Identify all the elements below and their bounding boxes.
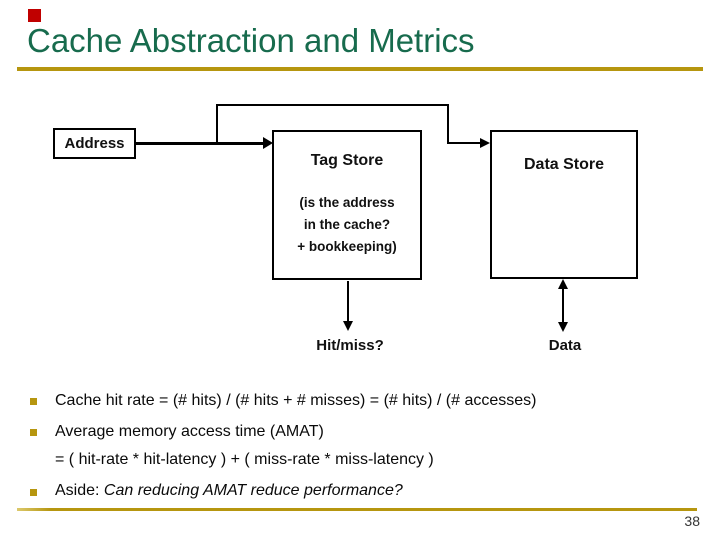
tag-store-box: Tag Store (is the address in the cache? … xyxy=(272,130,422,280)
tag-note-line2: in the cache? xyxy=(303,217,391,232)
connector-branch-down xyxy=(447,104,449,144)
connector-into-datastore xyxy=(447,142,481,144)
aside-prefix: Aside: xyxy=(55,482,104,499)
tag-note-line1: (is the address xyxy=(299,195,395,210)
data-label: Data xyxy=(548,337,582,354)
bullet-amat: Average memory access time (AMAT) xyxy=(55,423,324,440)
bullet-square-1 xyxy=(30,398,37,405)
bullet-hit-rate: Cache hit rate = (# hits) / (# hits + # … xyxy=(55,392,537,409)
data-arrowhead-down xyxy=(558,322,568,332)
hit-miss-label: Hit/miss? xyxy=(316,337,384,354)
connector-address-to-tagstore xyxy=(135,142,263,145)
aside-question: Can reducing AMAT reduce performance? xyxy=(103,482,403,499)
amat-formula: = ( hit-rate * hit-latency ) + ( miss-ra… xyxy=(55,451,434,468)
address-label: Address xyxy=(64,135,125,152)
arrowhead-into-datastore xyxy=(480,138,490,148)
data-arrow-line xyxy=(562,285,564,325)
connector-branch-up xyxy=(216,104,218,144)
data-store-box: Data Store xyxy=(490,130,638,279)
page-title: Cache Abstraction and Metrics xyxy=(27,22,475,59)
tag-note-line3: + bookkeeping) xyxy=(297,239,397,254)
tag-store-label: Tag Store xyxy=(310,152,384,169)
bullet-square-3 xyxy=(30,489,37,496)
connector-branch-top xyxy=(216,104,449,106)
address-box: Address xyxy=(53,128,136,159)
footer-rule xyxy=(17,508,697,511)
red-corner-marker xyxy=(28,9,41,22)
hit-miss-arrow-line xyxy=(347,281,349,323)
title-underline xyxy=(17,67,703,71)
bullet-aside: Aside: Can reducing AMAT reduce performa… xyxy=(55,481,403,501)
data-arrowhead-up xyxy=(558,279,568,289)
page-number: 38 xyxy=(684,513,700,529)
hit-miss-arrowhead xyxy=(343,321,353,331)
bullet-square-2 xyxy=(30,429,37,436)
data-store-label: Data Store xyxy=(523,156,605,173)
tag-store-note: (is the address in the cache? + bookkeep… xyxy=(274,192,420,258)
arrowhead-into-tagstore xyxy=(263,137,273,149)
